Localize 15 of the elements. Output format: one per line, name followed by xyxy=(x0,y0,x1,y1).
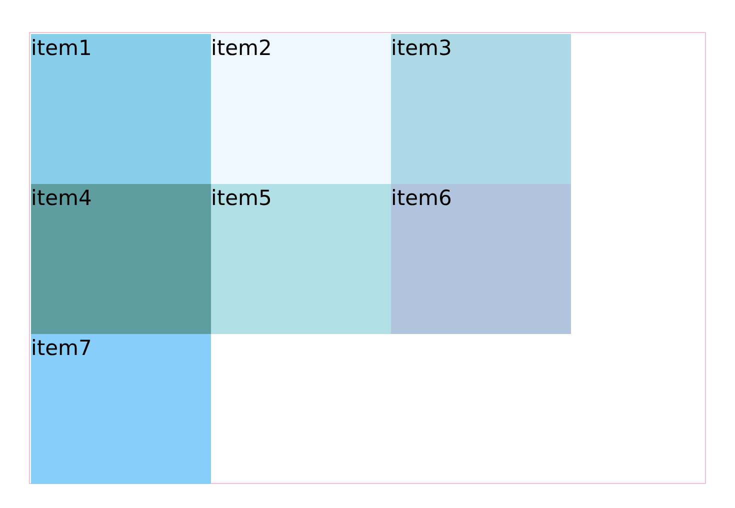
grid-item xyxy=(211,184,391,334)
grid-item xyxy=(31,184,211,334)
item-label: item2 xyxy=(211,35,272,61)
grid-item xyxy=(31,334,211,484)
item-label: item1 xyxy=(31,35,92,61)
item-label: item6 xyxy=(391,185,452,211)
item-label: item3 xyxy=(391,35,452,61)
item-label: item7 xyxy=(31,335,92,361)
grid-item xyxy=(391,184,571,334)
grid-item xyxy=(211,34,391,184)
grid-item xyxy=(391,34,571,184)
item-label: item5 xyxy=(211,185,272,211)
item-label: item4 xyxy=(31,185,92,211)
grid-item xyxy=(31,34,211,184)
grid-container xyxy=(29,32,706,484)
